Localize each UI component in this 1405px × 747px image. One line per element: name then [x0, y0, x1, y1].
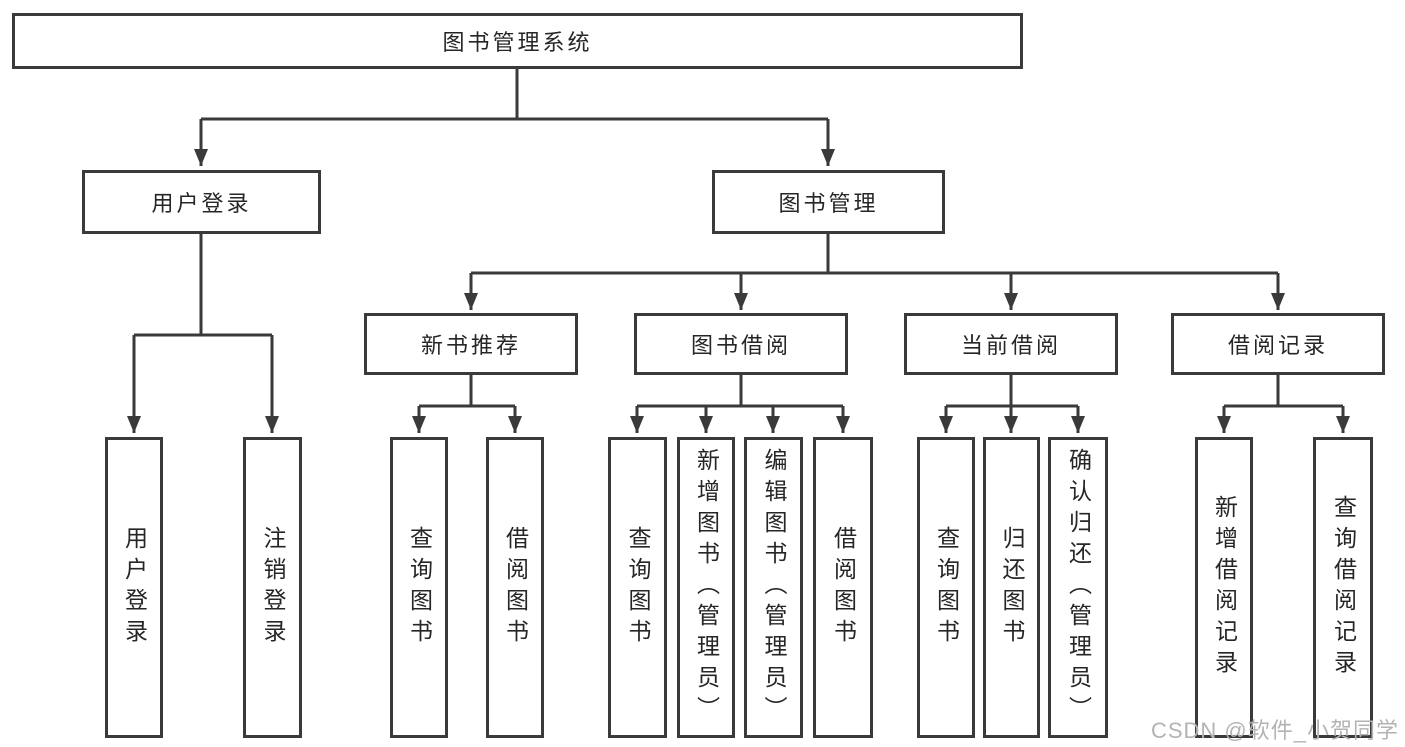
- leaf-recommend-borrow-book: 借阅图书: [486, 437, 544, 738]
- leaf-confirm-return-admin: 确认归还（管理员）: [1048, 437, 1108, 738]
- node-root: 图书管理系统: [12, 13, 1023, 69]
- leaf-borrow-query-book: 查询图书: [608, 437, 667, 738]
- leaf-user-login: 用户登录: [105, 437, 163, 738]
- node-borrow-records: 借阅记录: [1171, 313, 1385, 375]
- leaf-borrow-borrow-book: 借阅图书: [813, 437, 873, 738]
- leaf-add-borrow-record: 新增借阅记录: [1195, 437, 1253, 738]
- leaf-query-borrow-record: 查询借阅记录: [1313, 437, 1373, 738]
- leaf-current-query-book: 查询图书: [917, 437, 975, 738]
- leaf-edit-book-admin: 编辑图书（管理员）: [744, 437, 803, 738]
- node-user-login: 用户登录: [82, 170, 321, 234]
- leaf-return-book: 归还图书: [983, 437, 1040, 738]
- csdn-watermark: CSDN @软件_小贺同学: [1150, 718, 1399, 743]
- leaf-logout: 注销登录: [243, 437, 302, 738]
- node-current-borrow: 当前借阅: [904, 313, 1118, 375]
- leaf-recommend-query-book: 查询图书: [390, 437, 448, 738]
- node-new-book-recommend: 新书推荐: [364, 313, 578, 375]
- node-book-management: 图书管理: [712, 170, 945, 234]
- node-book-borrow: 图书借阅: [634, 313, 848, 375]
- leaf-add-book-admin: 新增图书（管理员）: [677, 437, 735, 738]
